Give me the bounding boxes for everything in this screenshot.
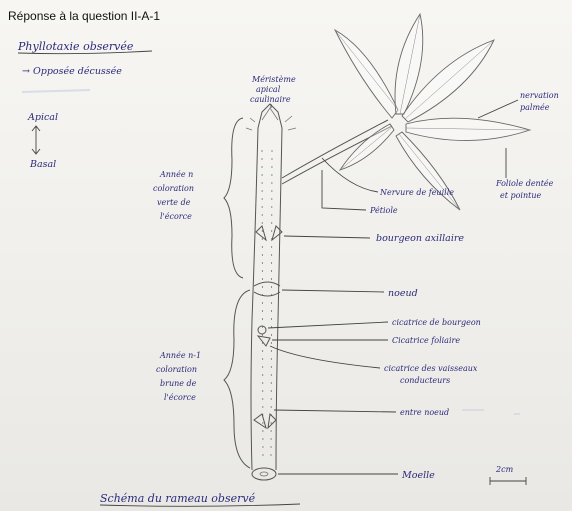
svg-text:Année n: Année n — [159, 170, 193, 179]
svg-text:Foliole dentée: Foliole dentée — [495, 179, 554, 188]
svg-text:coloration: coloration — [153, 184, 194, 193]
svg-text:caulinaire: caulinaire — [250, 95, 291, 104]
apical-meristem-label: Méristème apical caulinaire — [250, 75, 296, 104]
svg-text:Méristème: Méristème — [251, 75, 296, 84]
axis-apical-label: Apical — [27, 112, 58, 123]
axis-double-arrow-icon — [32, 126, 40, 154]
diagram-caption: Schéma du rameau observé — [100, 492, 256, 505]
leaf-scar-label: Cicatrice foliaire — [392, 336, 460, 345]
axillary-bud-leader — [284, 236, 370, 238]
node-icon — [254, 282, 280, 296]
phyllotaxy-title: Phyllotaxie observée — [17, 40, 134, 53]
axillary-bud-icon — [256, 226, 282, 240]
svg-text:brune de: brune de — [160, 379, 197, 388]
lower-bud-icon — [254, 414, 276, 428]
year-n1-label: Année n-1 coloration brune de l'écorce — [156, 351, 201, 402]
pith-label: Moelle — [401, 470, 435, 481]
vessel-scar-leader — [270, 346, 380, 368]
year-n1-brace — [224, 290, 250, 468]
petiole-label: Pétiole — [369, 206, 398, 215]
internode-label: entre noeud — [400, 408, 449, 417]
internode-leader — [274, 410, 396, 412]
svg-text:conducteurs: conducteurs — [400, 376, 450, 385]
svg-text:nervation: nervation — [520, 91, 559, 100]
svg-text:apical: apical — [256, 85, 281, 94]
palmate-venation-label: nervation palmée — [520, 91, 559, 112]
petiole-leader — [322, 170, 366, 210]
node-leader — [282, 290, 384, 292]
leaf-scar-icon — [258, 336, 270, 346]
svg-text:coloration: coloration — [156, 365, 197, 374]
axis-basal-label: Basal — [29, 159, 56, 170]
svg-text:verte de: verte de — [157, 198, 191, 207]
vessel-scar-label: cicatrice des vaisseaux conducteurs — [384, 364, 478, 385]
scale-bar-label: 2cm — [495, 465, 514, 474]
svg-text:palmée: palmée — [520, 103, 550, 112]
erased-line — [22, 90, 90, 92]
pith-cross-section — [252, 468, 276, 480]
axillary-bud-label: bourgeon axillaire — [376, 233, 464, 244]
svg-text:cicatrice des vaisseaux: cicatrice des vaisseaux — [384, 364, 478, 373]
leaf-blade-label: Nervure de feuille — [379, 188, 454, 197]
svg-text:et pointue: et pointue — [500, 191, 542, 200]
year-n-brace — [224, 118, 243, 278]
bud-scar-label: cicatrice de bourgeon — [392, 318, 481, 327]
scale-bar: 2cm — [490, 465, 526, 485]
toothed-leaflet-label: Foliole dentée et pointue — [495, 179, 554, 200]
bud-scar-icon — [258, 326, 266, 334]
node-label: noeud — [388, 288, 418, 299]
bud-scar-leader — [268, 322, 388, 328]
year-n-label: Année n coloration verte de l'écorce — [153, 170, 194, 221]
palmate-venation-leader — [478, 100, 518, 118]
phyllotaxy-type: → Opposée décussée — [22, 66, 122, 77]
svg-text:l'écorce: l'écorce — [164, 393, 196, 402]
svg-text:Année n-1: Année n-1 — [159, 351, 201, 360]
erased-text — [462, 410, 520, 414]
question-title: Réponse à la question II-A-1 — [8, 9, 160, 23]
pith-core — [260, 472, 268, 476]
svg-text:l'écorce: l'écorce — [160, 212, 192, 221]
